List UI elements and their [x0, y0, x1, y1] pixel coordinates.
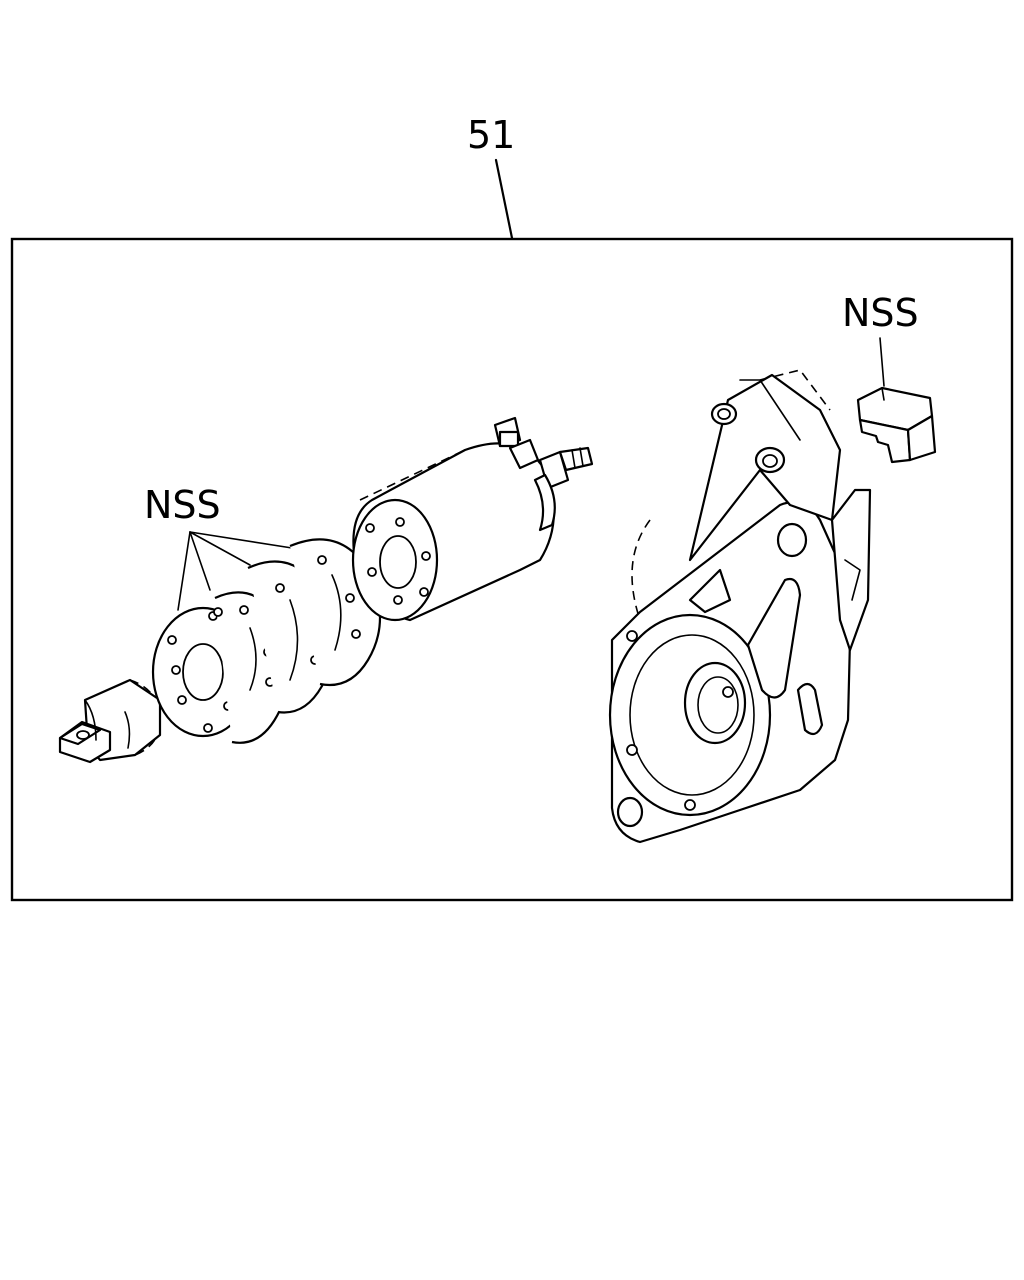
- callout-nss-left-label: NSS: [144, 483, 221, 527]
- callout-51-leader: [494, 158, 514, 240]
- callout-nss-left-leaders: [177, 531, 293, 611]
- plunger-part: [58, 678, 162, 764]
- drive-end-housing: [608, 369, 872, 844]
- callout-nss-right-label: NSS: [842, 291, 919, 335]
- solenoid-switch: [351, 416, 594, 622]
- callout-51-label: 51: [467, 113, 515, 157]
- assembly-frame: [10, 237, 1014, 902]
- callout-nss-right-leader: [879, 337, 885, 387]
- insert-block: [856, 386, 937, 464]
